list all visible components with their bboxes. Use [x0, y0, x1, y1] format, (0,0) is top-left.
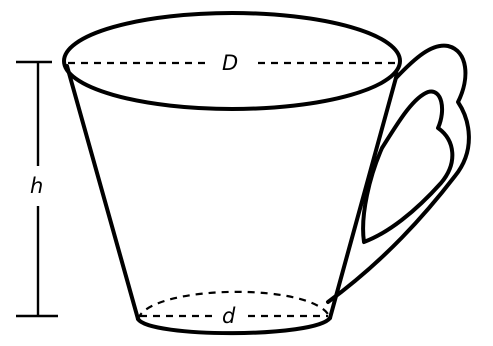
cup-right-side — [328, 72, 399, 320]
cup-left-side — [65, 64, 140, 321]
label-bottom-diameter: d — [222, 304, 236, 328]
handle-inner — [361, 89, 455, 244]
handle-outer — [326, 43, 471, 304]
cup-bottom-back — [136, 290, 332, 320]
cup-top-rim — [62, 11, 402, 111]
label-height: h — [30, 174, 43, 198]
cup-bottom-front — [136, 316, 332, 336]
label-top-diameter: D — [222, 51, 238, 75]
